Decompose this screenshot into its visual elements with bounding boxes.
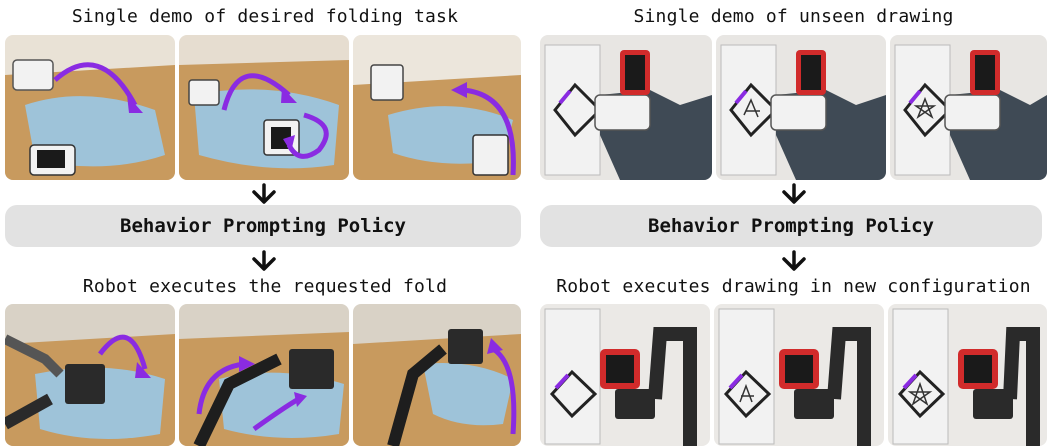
fold-demo-photo-1 [5,35,175,180]
fold-demo-photo-2 [179,35,349,180]
fold-robot-photo-3 [353,304,521,446]
draw-robot-photo-2 [714,304,884,446]
fold-robot-photo-2 [179,304,349,446]
down-arrow-icon [249,183,279,205]
draw-demo-photo-3 [890,35,1047,180]
left-policy-box: Behavior Prompting Policy [5,205,521,247]
draw-robot-photo-3 [888,304,1047,446]
draw-demo-photo-2 [716,35,886,180]
down-arrow-icon [779,250,809,272]
down-arrow-icon [249,250,279,272]
fold-robot-photo-1 [5,304,175,446]
right-bottom-caption: Robot executes drawing in new configurat… [556,276,1031,297]
left-bottom-caption: Robot executes the requested fold [82,276,448,297]
right-top-caption: Single demo of unseen drawing [633,6,954,27]
down-arrow-icon [779,183,809,205]
right-policy-box: Behavior Prompting Policy [540,205,1042,247]
draw-robot-photo-1 [540,304,710,446]
left-top-caption: Single demo of desired folding task [71,6,459,27]
draw-demo-photo-1 [540,35,712,180]
fold-demo-photo-3 [353,35,521,180]
